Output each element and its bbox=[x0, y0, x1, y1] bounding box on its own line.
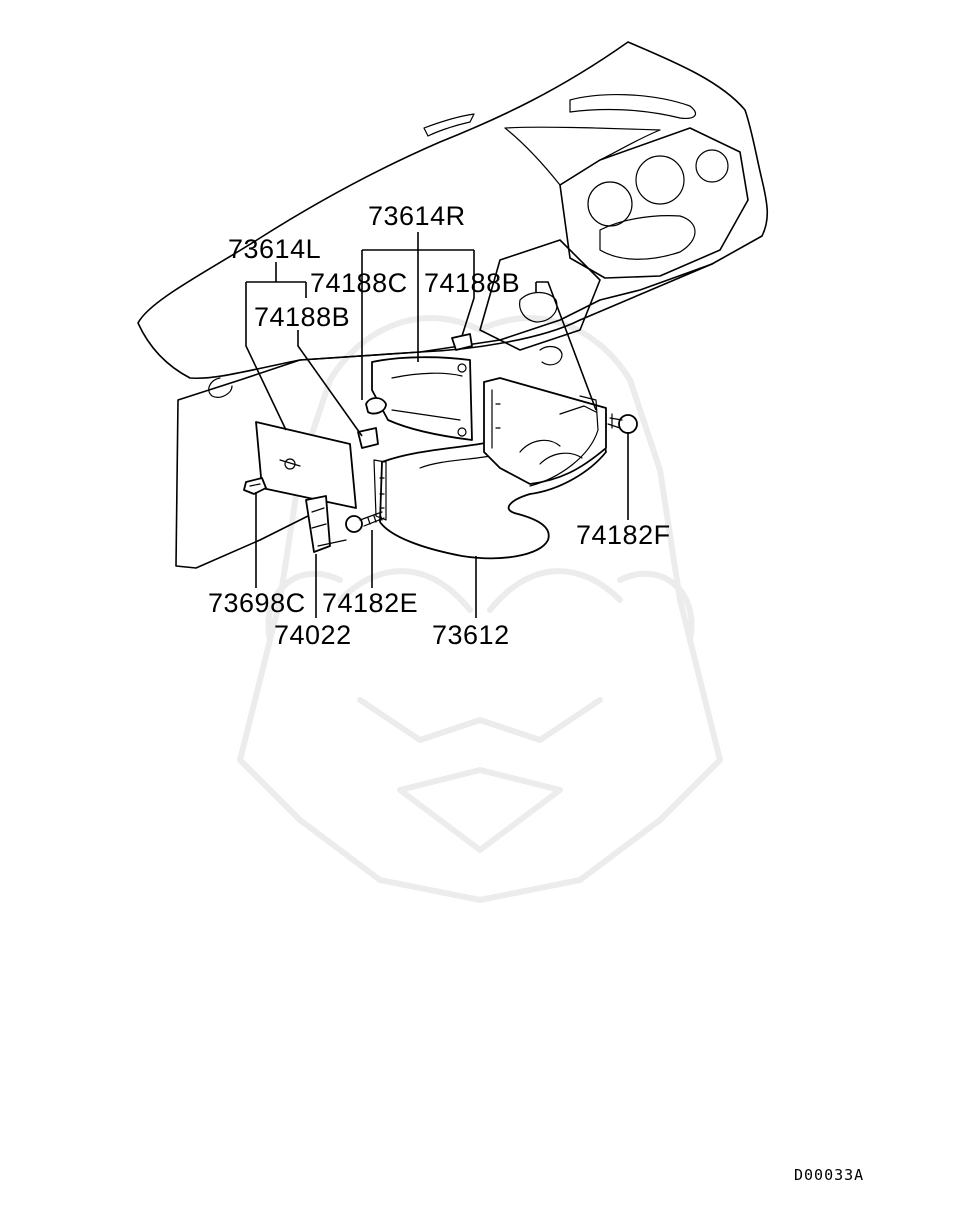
callout-74182F: 74182F bbox=[576, 520, 671, 550]
clip-74188B-right bbox=[451, 333, 473, 351]
callout-73612: 73612 bbox=[432, 620, 510, 650]
bracket-74022 bbox=[305, 495, 347, 553]
drawing-code: D00033A bbox=[794, 1166, 864, 1184]
callout-73698C: 73698C bbox=[208, 588, 306, 618]
callout-labels: 73614L 73614R 74188C 74188B 74188B 74182… bbox=[208, 201, 671, 650]
upper-cover-right bbox=[371, 356, 473, 441]
callout-74188C: 74188C bbox=[310, 268, 408, 298]
screw-74182E bbox=[345, 511, 385, 533]
column-bracket-right bbox=[483, 377, 607, 487]
callout-74022: 74022 bbox=[274, 620, 352, 650]
watermark-emblem bbox=[237, 315, 723, 903]
callout-74188B-left: 74188B bbox=[254, 302, 350, 332]
dashboard-outline bbox=[137, 41, 769, 569]
callout-73614L: 73614L bbox=[228, 234, 321, 264]
clip-73698C bbox=[243, 477, 267, 495]
callout-74182E: 74182E bbox=[322, 588, 418, 618]
clip-74188B-left bbox=[357, 427, 379, 449]
callout-73614R: 73614R bbox=[368, 201, 466, 231]
screw-74182F bbox=[605, 413, 638, 434]
clip-74188C bbox=[365, 397, 387, 415]
leader-lines bbox=[245, 232, 629, 618]
callout-74188B-right: 74188B bbox=[424, 268, 520, 298]
lower-cover-left bbox=[255, 421, 357, 509]
